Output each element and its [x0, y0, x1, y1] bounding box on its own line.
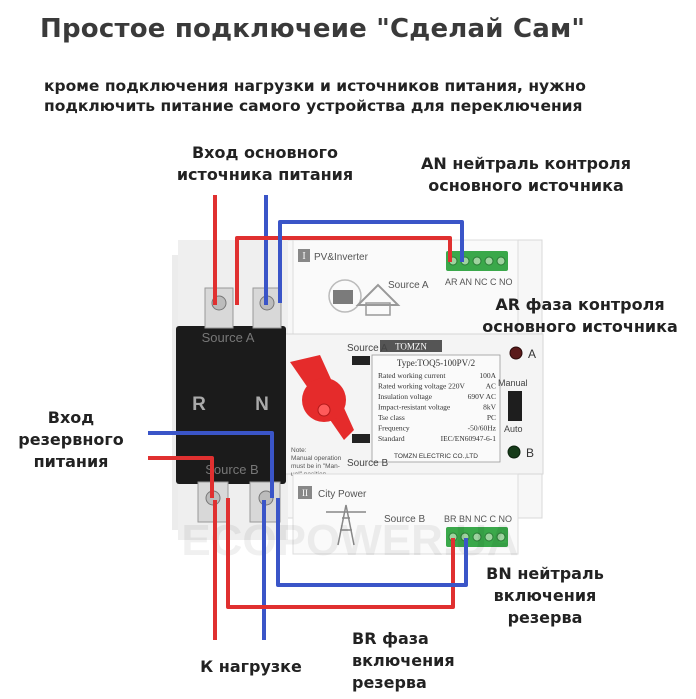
label-bn-neutral: BN нейтраль включения резерва: [486, 564, 604, 627]
terminal-block-top: [446, 251, 508, 271]
indicator-window-a: [352, 356, 370, 365]
svg-text:Note:: Note:: [291, 447, 307, 454]
watermark: ECOPOWER.UA: [181, 516, 518, 565]
spec-value: PC: [487, 413, 496, 422]
spec-value: 100A: [479, 371, 496, 380]
spec-key: Rated working voltage 220V: [378, 382, 465, 391]
company-name: TOMZN ELECTRIC CO.,LTD: [394, 453, 478, 460]
spec-value: 8kV: [483, 403, 497, 412]
wire-an-control-neutral: [278, 220, 464, 303]
pole-r-label: R: [192, 394, 206, 415]
spec-key: Insulation voltage: [378, 392, 433, 401]
label-main-input: Вход основного источника питания: [176, 143, 354, 184]
panel-pv-number: I: [302, 251, 305, 262]
svg-text:Manual operation: Manual operation: [291, 455, 342, 462]
svg-text:must be in "Man-: must be in "Man-: [291, 463, 340, 470]
brand-badge: [380, 340, 442, 352]
manual-label: Manual: [498, 378, 528, 388]
panel-pv-number-box: [298, 249, 310, 262]
led-a: [509, 346, 523, 360]
indicator-window-b: [352, 434, 370, 443]
page-title: Простое подключеие "Сделай Сам": [40, 14, 586, 44]
label-load: К нагрузке: [200, 657, 302, 676]
brand-name: TOMZN: [395, 342, 427, 352]
spec-value: 690V AC: [468, 392, 496, 401]
wire-backup-neutral: [148, 431, 274, 498]
top-screw-terminals: [204, 287, 282, 329]
panel-city-source: Source B: [384, 514, 425, 525]
spec-key: Tse class: [378, 413, 405, 422]
handle-source-b: Source B: [347, 458, 388, 469]
switch-handle[interactable]: [290, 355, 354, 440]
label-br-phase: BR фаза включения резерва: [352, 629, 455, 692]
led-b: [507, 445, 521, 459]
black-terminal-block: [176, 326, 286, 484]
led-a-label: A: [528, 347, 536, 361]
wire-backup-phase: [148, 456, 214, 498]
power-pylon-icon: [326, 504, 366, 546]
spec-value: -50/60Hz: [468, 424, 497, 433]
label-an-neutral: AN нейтраль контроля основного источника: [420, 154, 631, 195]
solar-house-icon: [328, 279, 401, 316]
label-ar-phase: AR фаза контроля основного источника: [482, 295, 678, 336]
wire-br-backup-phase: [226, 498, 455, 609]
spec-value: AC: [486, 382, 496, 391]
panel-city-number-box: [298, 486, 312, 499]
subtitle-line-1: кроме подключения нагрузки и источников …: [44, 77, 586, 95]
black-block-source-a: Source A: [202, 330, 255, 345]
panel-city-number: II: [302, 488, 308, 498]
wire-bn-backup-neutral: [276, 498, 468, 587]
spec-value: IEC/EN60947-6-1: [441, 434, 497, 443]
manual-auto-switch[interactable]: [508, 391, 522, 421]
type-label: Type:TOQ5-100PV/2: [397, 358, 475, 368]
handle-source-a: Source A: [347, 343, 388, 354]
subtitle: кроме подключения нагрузки и источников …: [44, 76, 664, 116]
pole-n-label: N: [255, 394, 269, 415]
spec-table: Rated working current 100A Rated working v…: [378, 371, 497, 443]
wire-ar-control-phase: [235, 236, 452, 305]
led-b-label: B: [526, 446, 534, 460]
spec-key: Impact-resistant voltage: [378, 403, 451, 412]
auto-label: Auto: [504, 424, 523, 434]
spec-key: Rated working current: [378, 371, 446, 380]
label-backup-input: Вход резервного питания: [18, 408, 124, 471]
panel-pv-source: Source A: [388, 280, 429, 291]
subtitle-line-2: подключить питание самого устройства для…: [44, 97, 583, 115]
spec-key: Standard: [378, 434, 405, 443]
panel-city-label: City Power: [318, 489, 367, 500]
terminals-bottom-labels: BR BN NC C NO: [444, 514, 512, 524]
panel-pv-label: PV&Inverter: [314, 252, 369, 263]
terminal-block-bottom: [446, 527, 508, 547]
terminals-top-labels: AR AN NC C NO: [445, 277, 513, 287]
black-block-source-b: Source B: [205, 462, 258, 477]
spec-plate: [371, 354, 501, 463]
spec-key: Frequency: [378, 424, 410, 433]
